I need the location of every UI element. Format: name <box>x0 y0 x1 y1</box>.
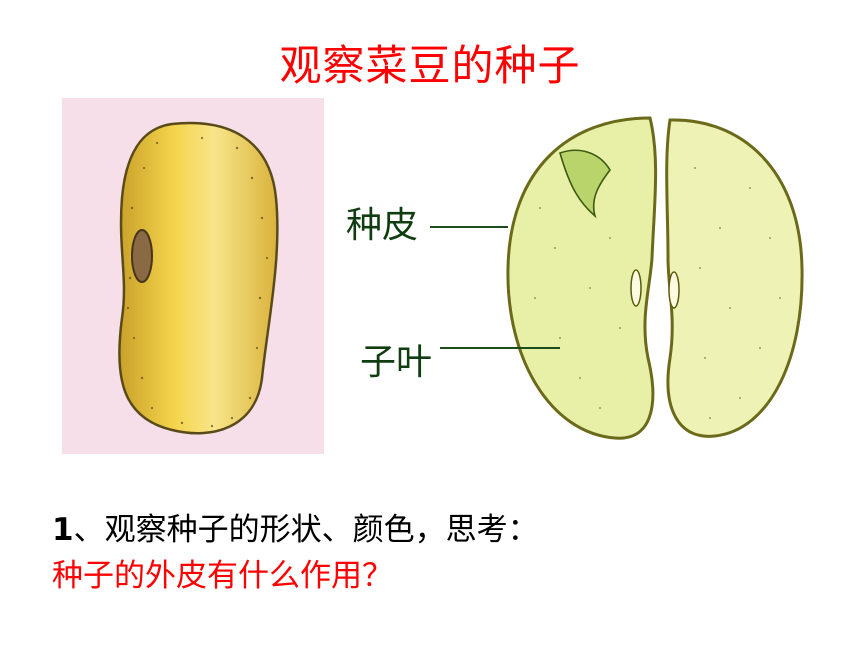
whole-seed-illustration <box>118 121 279 435</box>
right-cotyledon <box>665 118 804 438</box>
left-cotyledon <box>506 116 658 440</box>
question-number: 1 <box>52 512 74 548</box>
cotyledon-label: 子叶 <box>360 342 433 383</box>
split-seed-illustration <box>506 116 804 440</box>
cotyledon-leader-line <box>440 347 560 349</box>
question-body: 、观察种子的形状、颜色，思考： <box>73 512 539 548</box>
page-title: 观察菜豆的种子 <box>279 41 581 90</box>
question-text: 1、观察种子的形状、颜色，思考： <box>52 504 539 549</box>
sub-question: 种子的外皮有什么作用？ <box>52 558 393 594</box>
seed-coat-label: 种皮 <box>346 205 419 246</box>
whole-seed-panel <box>62 98 324 454</box>
embryo-leaf <box>559 149 611 219</box>
seed-coat-leader-line <box>430 226 508 228</box>
